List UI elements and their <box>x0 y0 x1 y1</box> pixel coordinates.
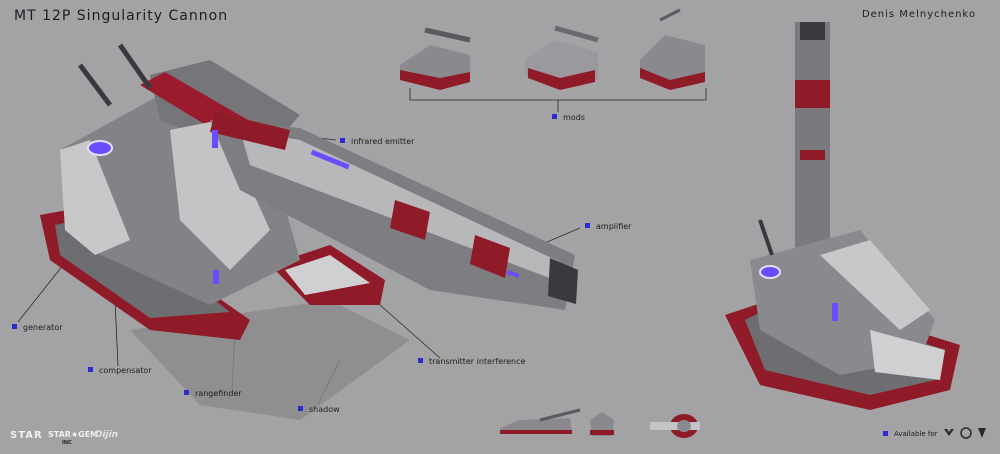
marker-icon <box>552 114 557 119</box>
faction-shield-icon <box>960 427 972 439</box>
top-view-thumbnail <box>650 414 700 438</box>
author-name: Denis Melnychenko <box>861 9 976 20</box>
available-for: Available for <box>883 430 938 438</box>
marker-icon <box>340 138 345 143</box>
side-view-thumbnail <box>500 408 581 434</box>
faction-icons <box>944 427 986 439</box>
main-cannon-render <box>40 43 578 340</box>
sdk-logo: Dijin <box>95 430 119 440</box>
faction-eagle-icon <box>944 429 954 436</box>
star-logo: STAR <box>10 430 43 441</box>
marker-icon <box>585 223 590 228</box>
front-view-thumbnail <box>590 412 614 436</box>
stargem-logo: STAR★GEM <box>48 430 99 439</box>
callout-generator: generator <box>12 323 63 333</box>
callout-compensator: compensator <box>88 366 152 376</box>
marker-icon <box>883 430 888 436</box>
marker-icon <box>12 324 17 329</box>
marker-icon <box>88 367 93 372</box>
callout-transmitter-interference: transmitter interference <box>418 357 525 367</box>
page-title: MT 12P Singularity Cannon <box>14 8 229 24</box>
callout-infrared-emitter: infrared emitter <box>340 137 414 147</box>
marker-icon <box>418 358 423 363</box>
callout-shadow: shadow <box>298 405 340 415</box>
mod-thumbnail-2 <box>525 25 599 90</box>
mod-thumbnail-3 <box>640 8 705 90</box>
callout-amplifier: amplifier <box>585 222 631 232</box>
mod-thumbnail-1 <box>400 27 471 90</box>
stargem-sub: INC <box>62 440 72 446</box>
marker-icon <box>184 390 189 395</box>
faction-wing-icon <box>978 428 986 438</box>
callout-mods: mods <box>552 113 585 123</box>
marker-icon <box>298 406 303 411</box>
vertical-cannon-render <box>725 22 960 410</box>
callout-rangefinder: rangefinder <box>184 389 242 399</box>
